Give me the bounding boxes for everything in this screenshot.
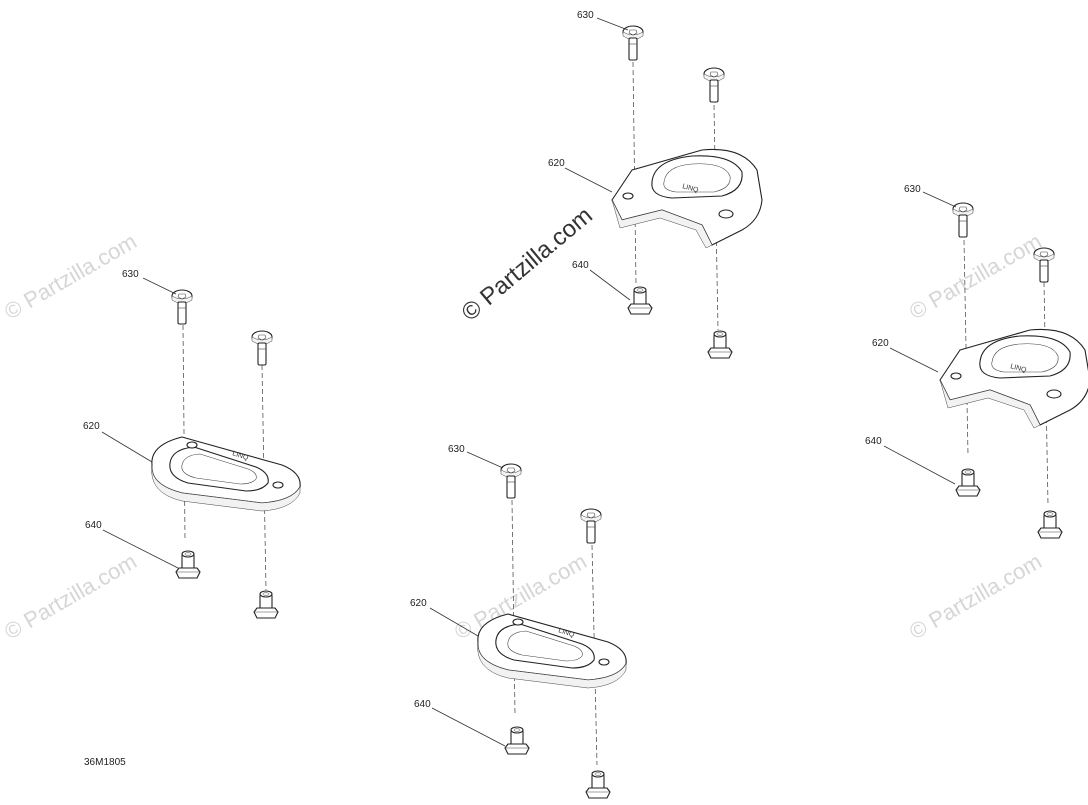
assembly-bottom: 630 620 640 bbox=[410, 444, 627, 799]
nut-640 bbox=[504, 726, 530, 755]
callout-630: 630 bbox=[122, 269, 139, 280]
faint-watermarks: © Partzilla.com © Partzilla.com © Partzi… bbox=[0, 229, 1046, 645]
nut-640 bbox=[627, 286, 653, 315]
bolt-630 bbox=[1033, 247, 1055, 283]
nut-640 bbox=[955, 468, 981, 497]
callout-640: 640 bbox=[414, 699, 431, 710]
bolt-630 bbox=[171, 289, 193, 325]
nut-640 bbox=[707, 330, 733, 359]
nut-640 bbox=[175, 550, 201, 579]
assembly-left: 630 620 640 bbox=[83, 269, 301, 619]
bolt-630 bbox=[703, 67, 725, 103]
handle-620 bbox=[151, 436, 301, 512]
watermark: © Partzilla.com bbox=[0, 549, 141, 645]
bolt-630 bbox=[500, 463, 522, 499]
diagram-reference-code: 36M1805 bbox=[84, 757, 126, 768]
callout-640: 640 bbox=[572, 260, 589, 271]
handle-620 bbox=[939, 328, 1088, 429]
handle-620 bbox=[611, 148, 763, 249]
bolt-630 bbox=[622, 25, 644, 61]
callout-620: 620 bbox=[83, 421, 100, 432]
callout-620: 620 bbox=[410, 598, 427, 609]
bolt-630 bbox=[952, 202, 974, 238]
assembly-right: 630 620 640 bbox=[865, 184, 1088, 539]
handle-620 bbox=[477, 613, 627, 689]
callout-630: 630 bbox=[904, 184, 921, 195]
assembly-top: 630 620 640 bbox=[548, 10, 763, 359]
nut-640 bbox=[1037, 510, 1063, 539]
callout-620: 620 bbox=[872, 338, 889, 349]
callout-630: 630 bbox=[448, 444, 465, 455]
watermark: © Partzilla.com bbox=[905, 549, 1046, 645]
callout-640: 640 bbox=[865, 436, 882, 447]
watermark: © Partzilla.com bbox=[0, 229, 141, 325]
bolt-630 bbox=[580, 508, 602, 544]
nut-640 bbox=[585, 770, 611, 799]
watermark: © Partzilla.com bbox=[905, 229, 1046, 325]
callout-620: 620 bbox=[548, 158, 565, 169]
nut-640 bbox=[253, 590, 279, 619]
bolt-630 bbox=[251, 330, 273, 366]
callout-640: 640 bbox=[85, 520, 102, 531]
callout-630: 630 bbox=[577, 10, 594, 21]
